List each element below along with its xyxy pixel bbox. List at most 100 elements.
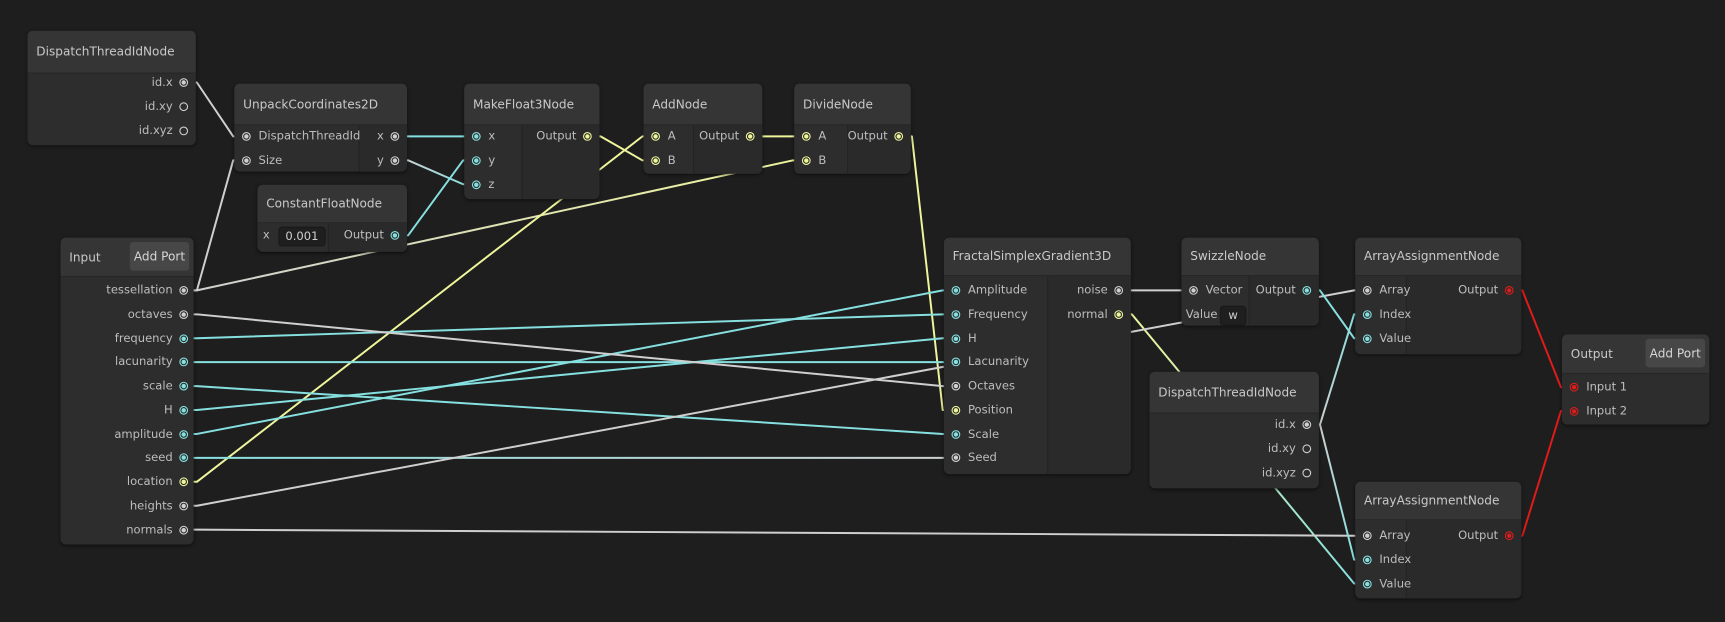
- output-port-frequency[interactable]: [179, 333, 189, 343]
- input-port-input-2[interactable]: [1569, 406, 1579, 416]
- add-port-button[interactable]: Add Port: [129, 242, 190, 271]
- output-port-output[interactable]: [1302, 286, 1312, 295]
- edge-input-to-fractal[interactable]: [189, 313, 951, 388]
- output-port-id-x[interactable]: [179, 78, 189, 87]
- node-header[interactable]: ArrayAssignmentNode: [1355, 481, 1522, 521]
- output-port-seed[interactable]: [179, 453, 189, 463]
- input-port-label: Array: [1379, 283, 1411, 297]
- value-field[interactable]: 0.001: [278, 226, 326, 247]
- edge-input-to-fractal[interactable]: [189, 337, 951, 412]
- output-port-x[interactable]: [390, 132, 400, 141]
- input-port-position[interactable]: [951, 405, 961, 415]
- edge-arr2-to-output[interactable]: [1514, 410, 1569, 537]
- output-port-noise[interactable]: [1114, 286, 1124, 295]
- input-port-lacunarity[interactable]: [951, 357, 961, 367]
- input-port-y[interactable]: [471, 155, 481, 165]
- output-port-output[interactable]: [390, 231, 400, 240]
- output-port-label: id.xy: [144, 99, 173, 114]
- input-port-value[interactable]: [1362, 333, 1372, 343]
- output-port-output[interactable]: [1504, 531, 1514, 541]
- output-port-tessellation[interactable]: [179, 286, 189, 295]
- output-port-octaves[interactable]: [179, 309, 189, 319]
- input-port-a[interactable]: [801, 132, 811, 141]
- input-port-dispatchthreadid[interactable]: [242, 132, 251, 141]
- edge-input-to-arr2[interactable]: [189, 528, 1362, 537]
- input-port-array[interactable]: [1362, 531, 1372, 541]
- output-port-h[interactable]: [179, 405, 189, 415]
- node-header[interactable]: AddNode: [643, 83, 763, 126]
- input-port-b[interactable]: [801, 155, 811, 165]
- node-header[interactable]: UnpackCoordinates2D: [234, 83, 407, 126]
- input-port-h[interactable]: [951, 333, 961, 343]
- value-field[interactable]: w: [1219, 305, 1247, 326]
- node-header[interactable]: DispatchThreadIdNode: [1149, 371, 1319, 414]
- input-port-vector[interactable]: [1189, 286, 1198, 295]
- output-port-id-x[interactable]: [1302, 420, 1312, 429]
- input-port-array[interactable]: [1362, 286, 1372, 295]
- node-title: SwizzleNode: [1190, 249, 1267, 264]
- node-header[interactable]: DispatchThreadIdNode: [27, 30, 196, 74]
- output-port-id-xy[interactable]: [1302, 444, 1312, 453]
- input-port-frequency[interactable]: [951, 309, 961, 319]
- output-port-output[interactable]: [1504, 286, 1514, 295]
- output-port-id-xy[interactable]: [179, 102, 189, 111]
- input-port-seed[interactable]: [951, 453, 961, 463]
- output-port-output[interactable]: [894, 132, 904, 141]
- input-port-scale[interactable]: [951, 429, 961, 439]
- node-header[interactable]: MakeFloat3Node: [464, 83, 600, 126]
- input-port-b[interactable]: [651, 155, 660, 165]
- input-port-amplitude[interactable]: [951, 286, 961, 295]
- input-port-index[interactable]: [1362, 309, 1372, 319]
- output-port-output[interactable]: [745, 132, 755, 141]
- output-port-label: amplitude: [114, 427, 173, 441]
- output-port-location[interactable]: [179, 477, 189, 487]
- node-header[interactable]: SwizzleNode: [1181, 237, 1319, 277]
- node-header[interactable]: ConstantFloatNode: [257, 184, 407, 224]
- input-port-label: B: [667, 153, 676, 167]
- edge-make3-to-add[interactable]: [592, 135, 651, 162]
- output-port-id-xyz[interactable]: [179, 125, 189, 135]
- input-port-input-1[interactable]: [1569, 382, 1579, 392]
- edge-input-to-fractal[interactable]: [189, 313, 951, 340]
- input-port-size[interactable]: [242, 155, 251, 165]
- edge-input-to-fractal[interactable]: [189, 385, 951, 435]
- output-port-output[interactable]: [583, 132, 592, 141]
- input-port-octaves[interactable]: [951, 381, 961, 391]
- input-port-index[interactable]: [1362, 555, 1372, 565]
- node-header[interactable]: DivideNode: [794, 83, 911, 126]
- edge-d1-to-unpack[interactable]: [189, 81, 241, 138]
- node-header[interactable]: FractalSimplexGradient3D: [943, 237, 1131, 277]
- input-port-value[interactable]: [1362, 579, 1372, 588]
- output-port-normal[interactable]: [1114, 309, 1124, 319]
- output-port-y[interactable]: [390, 155, 400, 165]
- output-port-lacunarity[interactable]: [179, 357, 189, 367]
- edge-input-to-unpack[interactable]: [189, 159, 241, 292]
- output-port-heights[interactable]: [179, 501, 189, 511]
- input-port-z[interactable]: [471, 179, 481, 189]
- output-port-amplitude[interactable]: [179, 429, 189, 439]
- output-port-normals[interactable]: [179, 525, 189, 535]
- output-port-scale[interactable]: [179, 381, 189, 391]
- input-port-a[interactable]: [651, 132, 660, 141]
- input-port-x[interactable]: [471, 132, 481, 141]
- edge-arr1-to-output[interactable]: [1514, 289, 1569, 389]
- output-port-id-xyz[interactable]: [1302, 468, 1312, 477]
- add-port-button[interactable]: Add Port: [1645, 338, 1705, 368]
- node-header[interactable]: ArrayAssignmentNode: [1355, 237, 1522, 277]
